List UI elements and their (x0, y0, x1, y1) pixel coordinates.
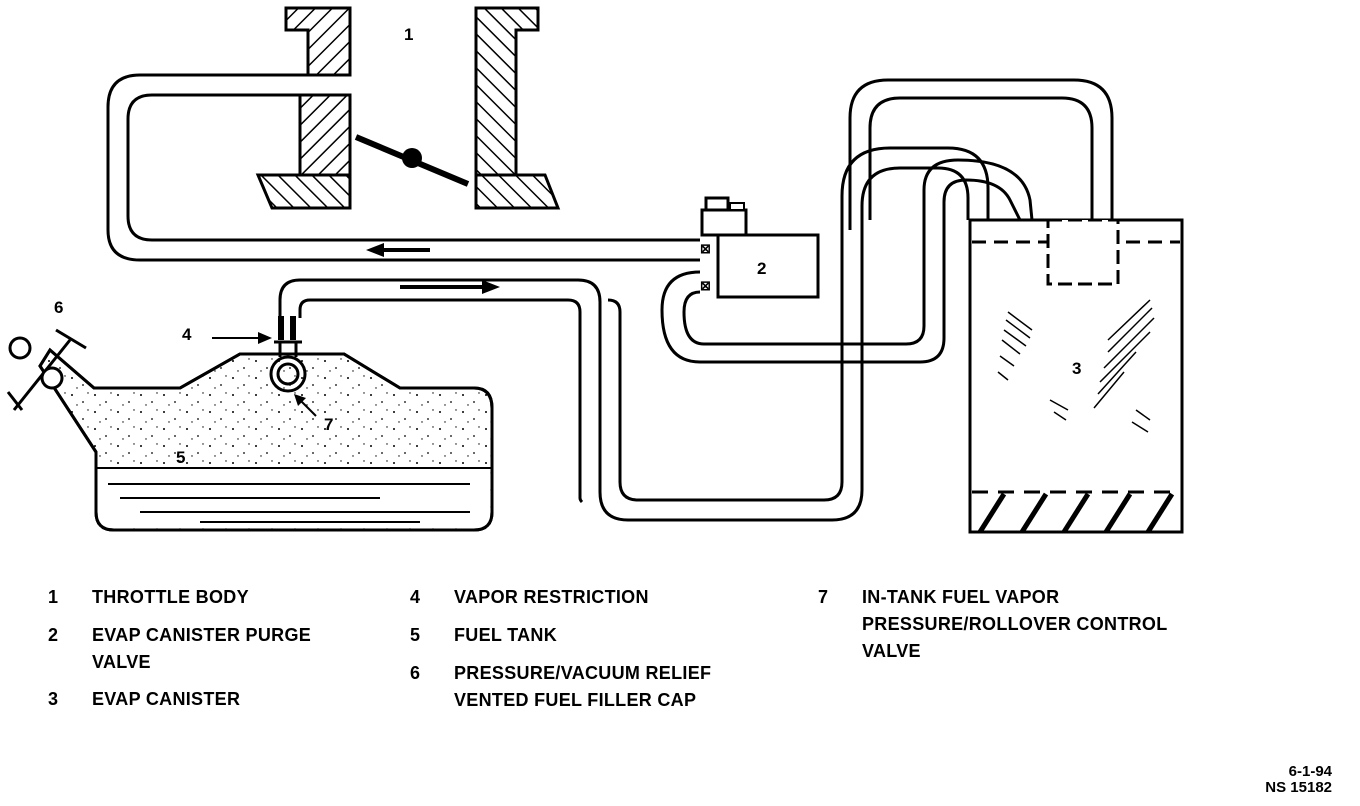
flow-arrow-left (366, 243, 430, 257)
callout-arrow-4 (212, 332, 272, 344)
callout-arrow-7 (294, 394, 317, 417)
figure-reference: 6-1-94 NS 15182 (1265, 764, 1332, 796)
filler-cap (6, 328, 87, 411)
callout-2: 2 (757, 259, 766, 278)
purge-valve: ⊠ ⊠ (700, 196, 820, 299)
svg-text:⊠: ⊠ (700, 278, 711, 293)
evap-canister (968, 218, 1184, 534)
throttle-body (255, 6, 561, 210)
rollover-valve (269, 342, 307, 393)
callout-3: 3 (1072, 359, 1081, 378)
fuel-tank (38, 347, 494, 532)
vapor-restriction (274, 316, 302, 344)
svg-text:⊠: ⊠ (700, 241, 711, 256)
canister-hose (660, 78, 1114, 364)
figure-code: NS 15182 (1265, 779, 1332, 796)
callout-6: 6 (54, 298, 63, 317)
callout-4: 4 (182, 325, 192, 344)
callout-5: 5 (176, 448, 185, 467)
flow-arrow-right (400, 280, 500, 294)
vapor-hose (278, 146, 990, 522)
callout-7: 7 (324, 415, 333, 434)
figure-date: 6-1-94 (1288, 763, 1332, 780)
callout-1: 1 (404, 25, 413, 44)
purge-hose (106, 73, 700, 262)
evap-system-diagram: ⊠ ⊠ (6, 6, 1184, 534)
